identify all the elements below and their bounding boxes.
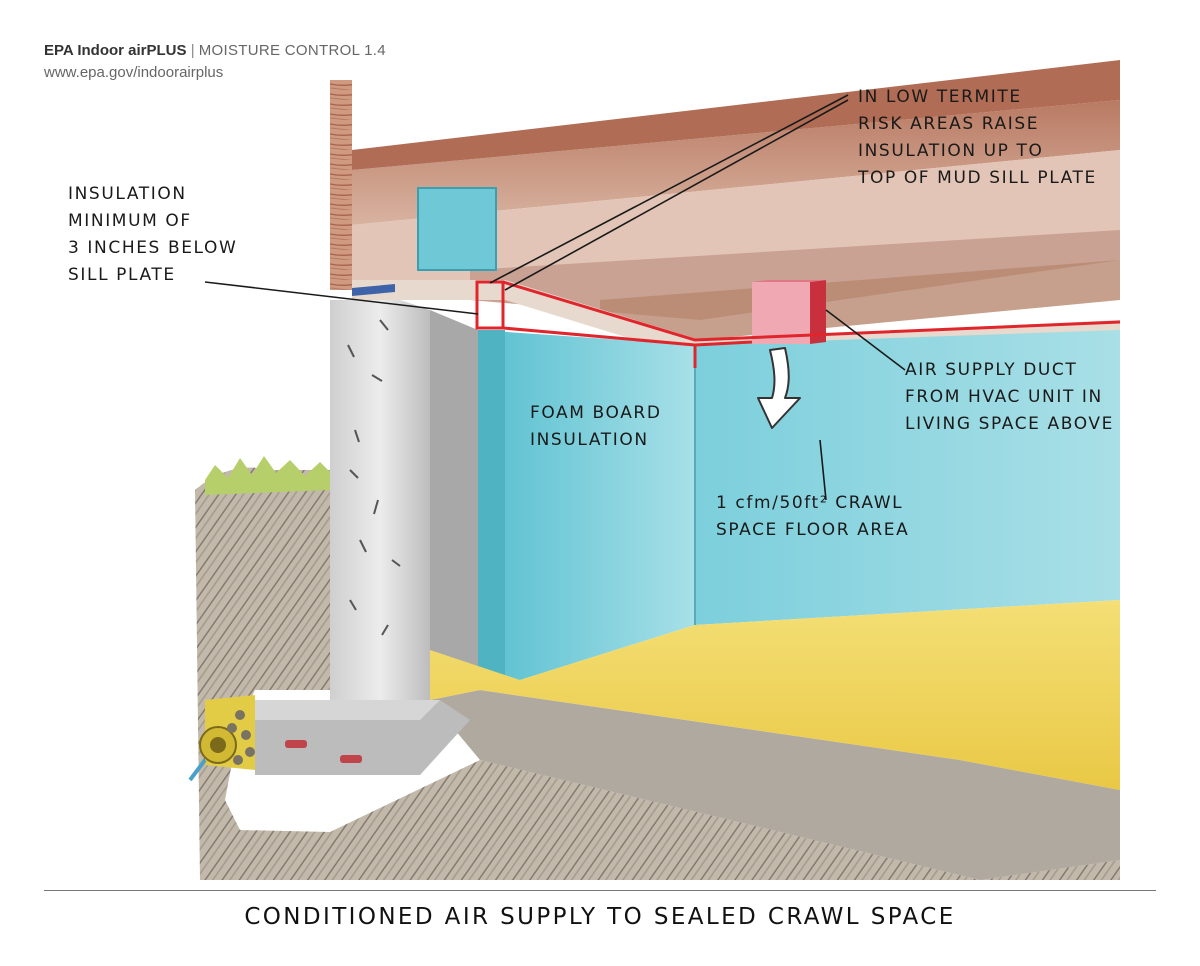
crawl-space-floor [430, 600, 1120, 790]
callout-line: 3 INCHES BELOW [68, 238, 238, 258]
callout-insulation-minimum: INSULATION MINIMUM OF 3 INCHES BELOW SIL… [68, 181, 237, 289]
drain-pipe [188, 695, 255, 782]
callout-line: AIR SUPPLY DUCT [905, 360, 1078, 380]
callout-line: RISK AREAS RAISE [858, 114, 1040, 134]
header-separator: | [190, 42, 195, 59]
title-divider [44, 890, 1156, 891]
leader-lines [204, 94, 906, 501]
callout-line: INSULATION [530, 430, 649, 450]
callout-termite: IN LOW TERMITE RISK AREAS RAISE INSULATI… [858, 84, 1097, 192]
callout-line: LIVING SPACE ABOVE [905, 414, 1114, 434]
header-brand-line: EPA Indoor airPLUS | MOISTURE CONTROL 1.… [44, 42, 386, 59]
callout-line: INSULATION [68, 184, 187, 204]
foam-board-insulation [478, 330, 1120, 680]
brand-name: EPA Indoor airPLUS [44, 42, 187, 59]
callout-line: IN LOW TERMITE [858, 87, 1022, 107]
callout-line: MINIMUM OF [68, 211, 192, 231]
callout-line: FOAM BOARD [530, 403, 662, 423]
header-url: www.epa.gov/indoorairplus [44, 64, 224, 81]
callout-airflow-rate: 1 cfm/50ft² CRAWL SPACE FLOOR AREA [716, 490, 909, 544]
callout-line: SILL PLATE [68, 265, 176, 285]
callout-line: 1 cfm/50ft² CRAWL [716, 493, 904, 513]
floor-framing [330, 60, 1120, 360]
callout-foam-board: FOAM BOARD INSULATION [530, 400, 662, 454]
section-code: MOISTURE CONTROL 1.4 [198, 42, 386, 59]
callout-line: TOP OF MUD SILL PLATE [858, 168, 1097, 188]
callout-line: FROM HVAC UNIT IN [905, 387, 1103, 407]
diagram-title: CONDITIONED AIR SUPPLY TO SEALED CRAWL S… [244, 904, 956, 930]
soil [195, 456, 1120, 880]
air-supply-duct [752, 280, 826, 344]
airflow-arrow-icon [757, 347, 801, 429]
callout-line: INSULATION UP TO [858, 141, 1044, 161]
callout-line: SPACE FLOOR AREA [716, 520, 910, 540]
foundation-wall [255, 300, 478, 775]
callout-duct: AIR SUPPLY DUCT FROM HVAC UNIT IN LIVING… [905, 357, 1114, 438]
termite-insulation-highlight [475, 280, 1121, 368]
